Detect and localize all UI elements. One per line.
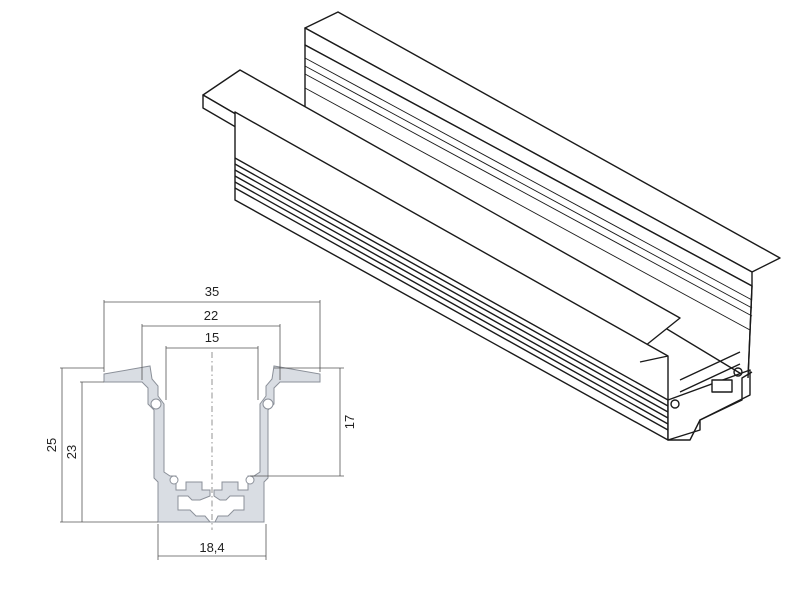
- base-slot: [711, 379, 733, 393]
- dim-label-17: 17: [342, 415, 357, 429]
- cross-section: [103, 352, 321, 530]
- dimensions: [60, 300, 344, 560]
- dim-label-18-4: 18,4: [199, 540, 224, 555]
- dim-label-25: 25: [44, 438, 59, 452]
- isometric-view: [202, 11, 781, 441]
- dim-label-35: 35: [205, 284, 219, 299]
- wall-ribs: [234, 157, 669, 431]
- dim-label-23: 23: [64, 445, 79, 459]
- dim-label-22: 22: [204, 308, 218, 323]
- dim-label-15: 15: [205, 330, 219, 345]
